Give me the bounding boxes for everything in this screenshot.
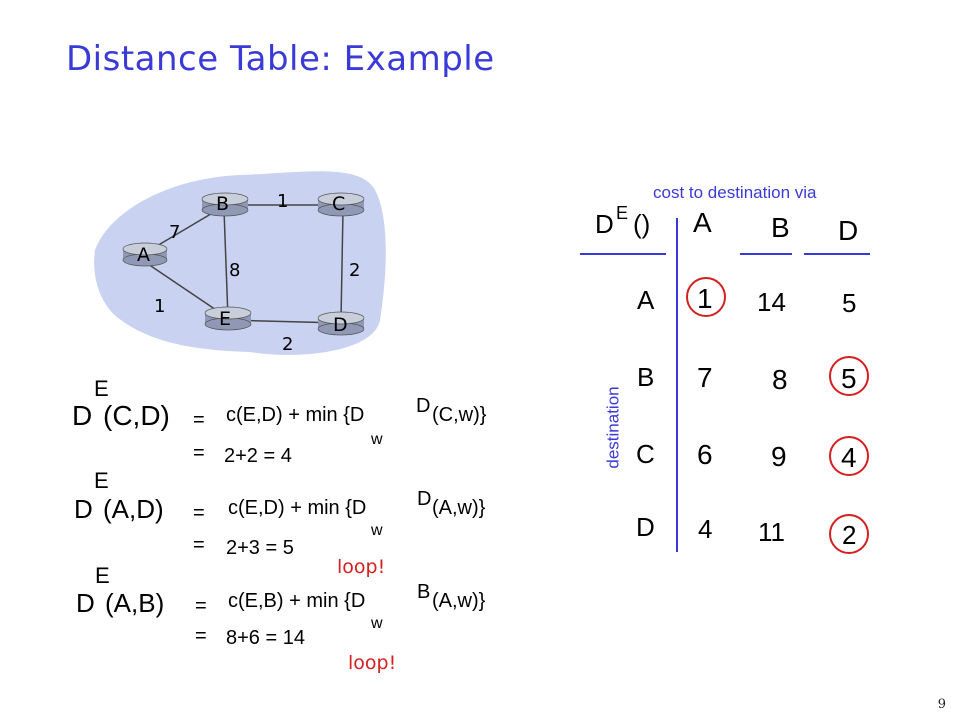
cell-a-b: 14	[757, 287, 786, 317]
node-label-b: B	[216, 193, 230, 215]
eq3-result: 8+6 = 14	[226, 627, 305, 649]
eq3-equals-2: =	[195, 625, 207, 647]
dest-label-c: C	[636, 439, 655, 469]
eq1-equals-2: =	[193, 442, 205, 464]
eq3-under: w	[371, 615, 383, 632]
via-header-a: A	[693, 207, 712, 238]
eq3-rhs: c(E,B) + min {D	[228, 590, 366, 612]
dest-label-b: B	[637, 362, 655, 392]
edge-cost-b-c: 1	[277, 191, 289, 212]
eq1-lhs-args: (C,D)	[103, 400, 170, 431]
edge-cost-a-b: 7	[169, 222, 181, 243]
node-label-d: D	[333, 314, 348, 336]
cell-b-b: 8	[772, 364, 788, 395]
cell-b-a: 7	[697, 362, 713, 393]
via-header-b: B	[771, 212, 790, 243]
slide-title: Distance Table: Example	[66, 39, 495, 79]
eq3-lhs-super: E	[95, 563, 110, 588]
eq3-rhs-super: B	[417, 581, 431, 603]
cell-d-d: 2	[842, 520, 857, 550]
eq1-lhs-super: E	[94, 376, 109, 401]
node-b	[201, 192, 249, 217]
eq3-lhs-main: D	[76, 588, 95, 618]
dest-label-d: D	[636, 512, 655, 542]
eq1-rhs-super: D	[416, 395, 431, 417]
circle-b-via-d	[829, 356, 869, 396]
edge-b-e	[223, 209, 229, 319]
circle-d-via-d	[829, 514, 869, 554]
edge-c-d	[340, 209, 344, 321]
eq2-lhs-main: D	[74, 494, 93, 524]
node-d	[317, 311, 365, 336]
eq2-equals: =	[193, 502, 205, 524]
node-label-e: E	[219, 308, 232, 330]
via-header-d: D	[838, 215, 859, 246]
network-cloud	[94, 171, 386, 355]
cell-d-a: 4	[698, 514, 713, 544]
edge-cost-c-d: 2	[349, 260, 361, 281]
cell-a-d: 5	[842, 288, 857, 318]
edge-cost-a-e: 1	[154, 296, 166, 317]
eq1-result: 2+2 = 4	[224, 445, 292, 467]
table-corner-super: E	[616, 203, 629, 223]
eq2-rhs-tail: (A,w)}	[432, 497, 486, 519]
circle-a-via-a	[686, 277, 726, 317]
circle-c-via-d	[829, 436, 869, 476]
eq3-equals: =	[195, 595, 207, 617]
eq3-note: loop!	[348, 652, 397, 674]
eq2-result: 2+3 = 5	[226, 537, 294, 559]
table-caption: cost to destination via	[653, 183, 817, 202]
eq2-equals-2: =	[193, 534, 205, 556]
cell-c-d: 4	[841, 442, 857, 473]
eq2-rhs: c(E,D) + min {D	[228, 497, 367, 519]
node-a	[122, 242, 168, 267]
eq1-equals: =	[193, 409, 205, 431]
node-c	[317, 192, 365, 217]
table-corner-parens: ()	[633, 209, 651, 239]
cell-c-a: 6	[697, 439, 713, 470]
cell-c-b: 9	[771, 441, 787, 472]
row-axis-label: destination	[603, 386, 623, 469]
node-label-c: C	[332, 193, 346, 215]
edge-cost-b-e: 8	[229, 260, 241, 281]
eq1-lhs-main: D	[72, 400, 93, 431]
eq1-under: w	[371, 431, 383, 448]
cell-a-a: 1	[697, 283, 713, 314]
eq2-note: loop!	[337, 556, 386, 578]
eq2-rhs-super: D	[417, 488, 432, 510]
eq2-lhs-args: (A,D)	[103, 494, 164, 524]
eq2-under: w	[371, 522, 383, 539]
eq2-lhs-super: E	[94, 468, 109, 493]
cell-d-b: 11	[758, 517, 785, 547]
node-e	[204, 306, 252, 331]
page-number: 9	[937, 697, 946, 712]
table-corner-main: D	[595, 209, 614, 239]
dest-label-a: A	[637, 285, 655, 315]
edge-cost-e-d: 2	[282, 334, 294, 355]
eq3-rhs-tail: (A,w)}	[432, 590, 486, 612]
node-label-a: A	[137, 244, 150, 266]
eq1-rhs-tail: (C,w)}	[432, 404, 487, 426]
eq3-lhs-args: (A,B)	[105, 588, 165, 618]
eq1-rhs: c(E,D) + min {D	[226, 404, 365, 426]
cell-b-d: 5	[841, 363, 857, 394]
